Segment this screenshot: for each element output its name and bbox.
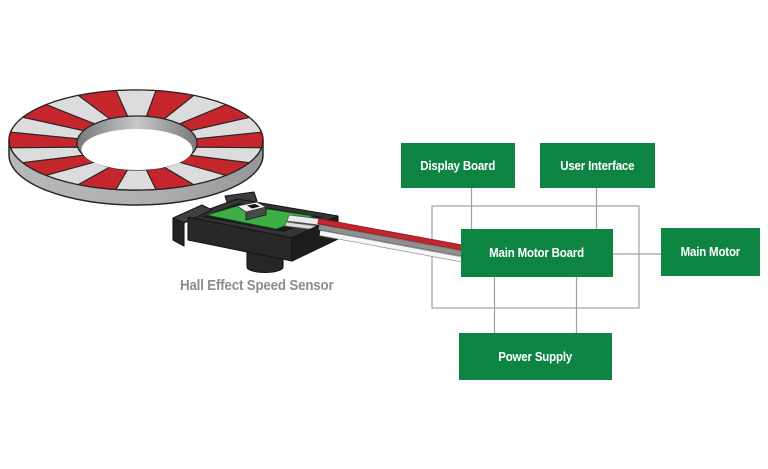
ring-hole (81, 129, 193, 170)
block-label: User Interface (560, 158, 635, 173)
wire-red (317, 218, 471, 252)
diagram-connectors (431, 188, 662, 334)
hall-effect-sensor (172, 191, 339, 274)
connector-bus-rect (431, 205, 640, 309)
wire-white (319, 230, 471, 264)
sensor-caption: Hall Effect Speed Sensor (180, 278, 334, 294)
block-user-interface: User Interface (540, 143, 655, 188)
block-label: Display Board (420, 158, 496, 173)
block-label: Power Supply (498, 349, 573, 364)
wire-gray (318, 224, 471, 258)
block-label: Main Motor Board (489, 246, 585, 260)
block-power-supply: Power Supply (459, 333, 612, 380)
hall-chip-pad (247, 204, 260, 209)
ring-magnet (8, 89, 264, 206)
block-label: Main Motor (680, 245, 741, 259)
block-main-motor: Main Motor (661, 228, 760, 276)
block-display-board: Display Board (401, 143, 515, 188)
block-main-motor-board: Main Motor Board (461, 229, 613, 277)
sensor-cable (317, 218, 471, 264)
sensor-bracket-front (172, 217, 185, 247)
